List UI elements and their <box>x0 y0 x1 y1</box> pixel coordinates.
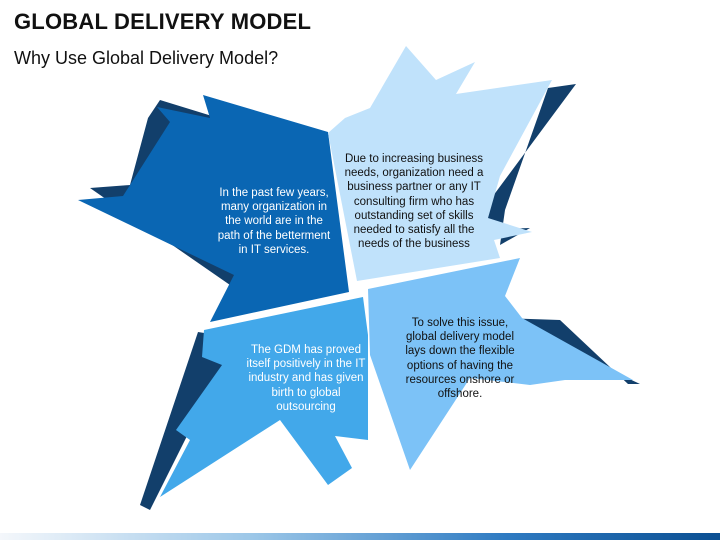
bottom-left-text: The GDM has proved itself positively in … <box>246 344 366 413</box>
top-right-arrow-block <box>328 46 552 281</box>
top-right-text: Due to increasing business needs, organi… <box>344 153 484 251</box>
footer-gradient-bar <box>0 533 720 540</box>
top-left-text: In the past few years, many organization… <box>217 187 331 256</box>
page-subtitle: Why Use Global Delivery Model? <box>14 48 279 68</box>
bottom-right-arrow-block <box>368 258 633 470</box>
bottom-left-arrow-block <box>160 297 368 497</box>
page-title: GLOBAL DELIVERY MODEL <box>14 9 312 34</box>
top-right-arrow-shadow <box>470 84 576 245</box>
top-left-arrow-block <box>78 95 349 322</box>
bottom-right-text: To solve this issue, global delivery mod… <box>405 317 515 401</box>
